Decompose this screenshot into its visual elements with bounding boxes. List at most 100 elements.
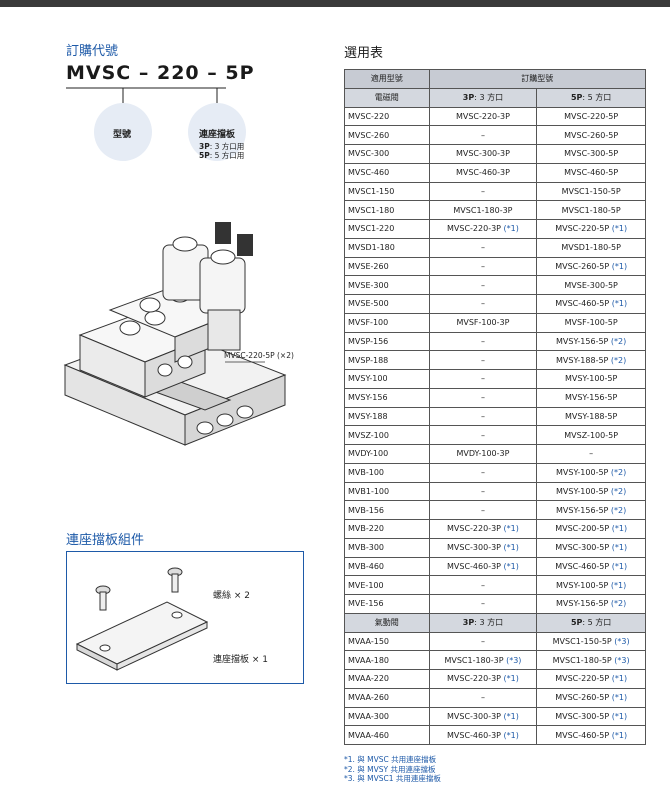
kit-box: 螺絲 × 2 連座擋板 × 1 [66, 551, 304, 684]
applicable-model: MVAA-150 [344, 631, 430, 652]
table-row: MVSP-188– MVSY-188-5P (*2) [344, 350, 646, 370]
group-col-3p: 3P: 3 方口 [428, 612, 538, 633]
header-order-code: 訂購型號 [428, 69, 647, 89]
order-code-3p: MVSC1-180-3P (*3) [428, 650, 538, 670]
order-code-title: 訂購代號 [66, 44, 119, 59]
order-code-3p: – [428, 125, 538, 145]
applicable-model: MVSY-188 [344, 406, 430, 427]
table-row: MVB-100– MVSY-100-5P (*2) [344, 462, 646, 483]
applicable-model: MVSP-156 [344, 331, 430, 352]
applicable-model: MVSE-260 [344, 256, 430, 277]
order-code-5p: MVSY-156-5P (*2) [536, 331, 646, 352]
kit-plate-label: 連座擋板 × 1 [213, 655, 268, 665]
manifold-illustration [63, 222, 287, 446]
order-code-5p: MVSC-460-5P (*1) [536, 556, 646, 577]
order-code-3p: MVSC-220-3P (*1) [428, 519, 538, 539]
header-applicable-model: 適用型號 [344, 69, 430, 89]
note-2: *2. 與 MVSY 共用連座擋板 [344, 764, 436, 774]
table-row: MVB1-100– MVSY-100-5P (*2) [344, 481, 646, 502]
applicable-model: MVSC1-180 [344, 200, 430, 220]
order-code-3p: MVSC-460-3P (*1) [428, 725, 538, 745]
table-row: MVSE-300– MVSE-300-5P [344, 275, 646, 295]
order-code-3p: MVSC-300-3P (*1) [428, 537, 538, 558]
order-code-3p: MVSC1-180-3P [428, 200, 538, 220]
order-code-3p: MVSC-300-3P (*1) [428, 706, 538, 727]
applicable-model: MVB-156 [344, 500, 430, 520]
order-code-5p: MVSY-100-5P (*1) [536, 575, 646, 595]
order-code-5p: MVSY-100-5P (*2) [536, 481, 646, 502]
kit-illustration [75, 567, 209, 671]
applicable-model: MVSZ-100 [344, 425, 430, 445]
applicable-model: MVSD1-180 [344, 237, 430, 258]
order-code: MVSC – 220 – 5P [66, 62, 255, 84]
top-bar [0, 0, 670, 7]
table-row: MVSY-100– MVSY-100-5P [344, 369, 646, 389]
order-code-3p: – [428, 575, 538, 595]
order-code-3p: – [428, 406, 538, 427]
applicable-model: MVSC-300 [344, 144, 430, 164]
table-row: MVSY-188– MVSY-188-5P [344, 406, 646, 427]
order-code-5p: MVSC-220-5P (*1) [536, 669, 646, 689]
order-code-5p: MVSE-300-5P [536, 275, 646, 295]
order-code-3p: – [428, 462, 538, 483]
order-code-5p: MVSC-220-5P [536, 106, 646, 127]
note-3: *3. 與 MVSC1 共用連座擋板 [344, 774, 441, 783]
order-code-3p: MVSC-220-3P (*1) [428, 219, 538, 239]
applicable-model: MVB-220 [344, 519, 430, 539]
table-row: MVAA-260– MVSC-260-5P (*1) [344, 687, 646, 708]
order-code-5p: MVSC-260-5P [536, 125, 646, 145]
order-code-5p: MVSC-300-5P [536, 144, 646, 164]
applicable-model: MVSF-100 [344, 312, 430, 333]
table-header-row: 適用型號 訂購型號 [344, 69, 647, 89]
order-code-5p: MVSZ-100-5P [536, 425, 646, 445]
table-row: MVE-100– MVSY-100-5P (*1) [344, 575, 646, 595]
order-code-5p: MVSY-188-5P [536, 406, 646, 427]
plate-bubble [188, 103, 246, 161]
order-code-5p: MVSC1-150-5P [536, 181, 646, 202]
table-row: MVB-156– MVSY-156-5P (*2) [344, 500, 646, 520]
order-code-3p: MVSC-220-3P (*1) [428, 669, 538, 689]
applicable-model: MVAA-260 [344, 687, 430, 708]
applicable-model: MVSC-220 [344, 106, 430, 127]
applicable-model: MVDY-100 [344, 444, 430, 464]
applicable-model: MVSC-260 [344, 125, 430, 145]
order-code-5p: MVSY-100-5P (*2) [536, 462, 646, 483]
note-1: *1. 與 MVSC 共用連座擋板 [344, 755, 437, 764]
applicable-model: MVSY-156 [344, 387, 430, 408]
order-code-3p: – [428, 369, 538, 389]
table-row: MVSC1-150– MVSC1-150-5P [344, 181, 646, 202]
order-code-3p: – [428, 256, 538, 277]
group-col-5p: 5P: 5 方口 [536, 612, 646, 633]
order-code-5p: MVSC1-150-5P (*3) [536, 631, 646, 652]
order-code-5p: MVSC-460-5P (*1) [536, 725, 646, 745]
order-code-3p: – [428, 181, 538, 202]
order-code-5p: MVSY-188-5P (*2) [536, 350, 646, 370]
order-code-5p: MVSC-460-5P [536, 162, 646, 183]
order-code-5p: MVSC-300-5P (*1) [536, 537, 646, 558]
order-code-5p: MVSY-156-5P (*2) [536, 500, 646, 520]
plate-option-5p: 5P: 5 方口用 [199, 151, 245, 160]
order-code-lines [66, 87, 226, 117]
applicable-model: MVAA-460 [344, 725, 430, 745]
applicable-model: MVSE-500 [344, 294, 430, 314]
applicable-model: MVB-100 [344, 462, 430, 483]
table-row: MVSE-500– MVSC-460-5P (*1) [344, 294, 646, 314]
group-label: 氣動閥 [344, 612, 430, 633]
selection-title: 選用表 [344, 46, 384, 61]
applicable-model: MVE-100 [344, 575, 430, 595]
order-code-3p: MVDY-100-3P [428, 444, 538, 464]
applicable-model: MVSE-300 [344, 275, 430, 295]
applicable-model: MVSC-460 [344, 162, 430, 183]
order-code-3p: – [428, 294, 538, 314]
order-code-3p: – [428, 331, 538, 352]
